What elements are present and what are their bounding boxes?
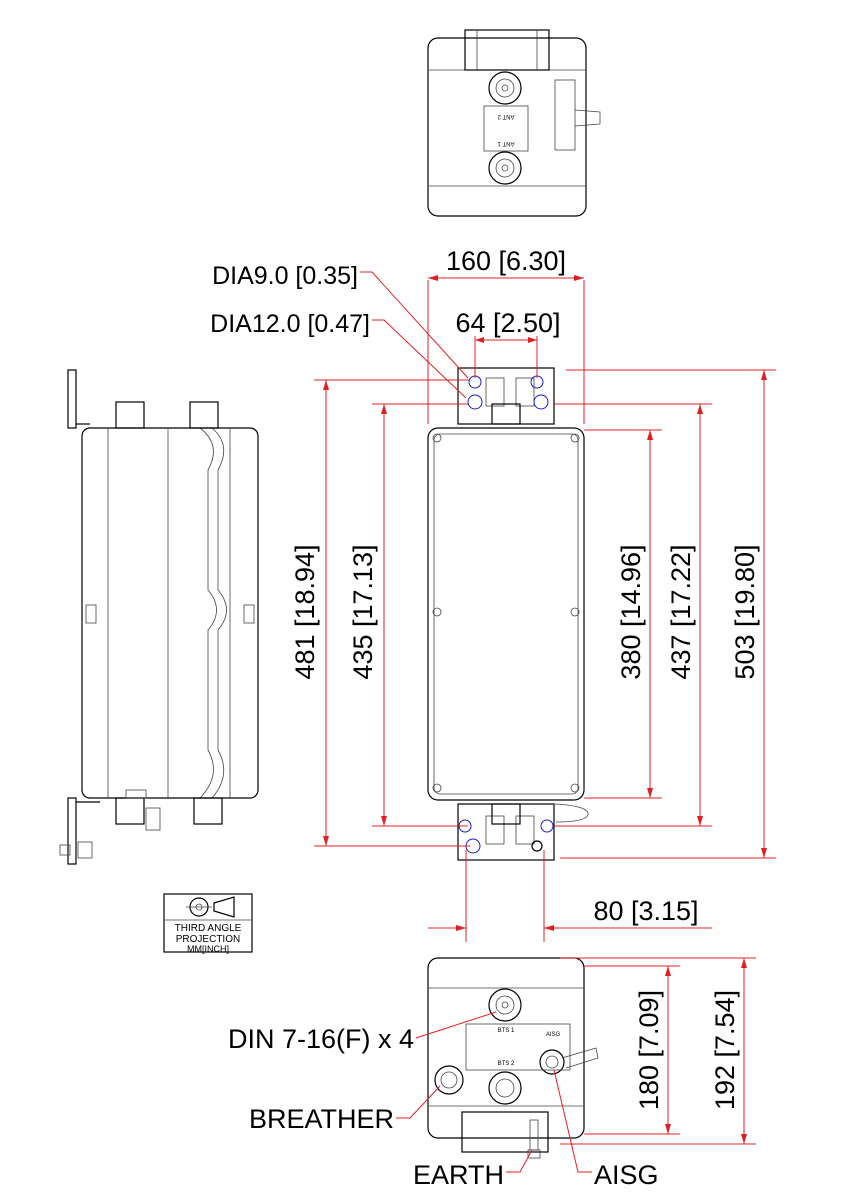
dim-height-380: 380 [14.96] bbox=[616, 544, 646, 679]
callout-earth: EARTH bbox=[413, 1160, 504, 1190]
dimension-lines bbox=[314, 271, 776, 1173]
dim-dia-12: DIA12.0 [0.47] bbox=[210, 310, 370, 338]
projection-line2: PROJECTION bbox=[176, 934, 240, 945]
projection-cone-icon bbox=[213, 896, 235, 918]
dim-width-160: 160 [6.30] bbox=[446, 246, 566, 276]
top-view: ANT 2 ANT 1 bbox=[427, 29, 601, 217]
ant2-label: ANT 2 bbox=[497, 113, 515, 119]
bts2-label: BTS 2 bbox=[498, 1061, 515, 1067]
aisg-mark-label: AISG bbox=[546, 1032, 561, 1038]
dim-depth-192: 192 [7.54] bbox=[710, 990, 740, 1110]
dim-height-481: 481 [18.94] bbox=[290, 544, 320, 679]
dim-depth-180: 180 [7.09] bbox=[634, 990, 664, 1110]
dim-height-435: 435 [17.13] bbox=[348, 544, 378, 679]
dim-hole-spacing-64: 64 [2.50] bbox=[455, 308, 560, 338]
projection-box: THIRD ANGLE PROJECTION MM[INCH] bbox=[163, 893, 253, 954]
ant1-label: ANT 1 bbox=[497, 140, 515, 146]
dim-height-437: 437 [17.22] bbox=[666, 544, 696, 679]
dim-offset-80: 80 [3.15] bbox=[593, 896, 698, 926]
bottom-view: BTS 1 BTS 2 AISG bbox=[427, 957, 599, 1159]
front-view bbox=[427, 367, 589, 861]
callout-aisg: AISG bbox=[594, 1160, 659, 1190]
callout-breather: BREATHER bbox=[249, 1104, 394, 1134]
dim-height-503: 503 [19.80] bbox=[730, 544, 760, 679]
dim-dia-9: DIA9.0 [0.35] bbox=[212, 262, 358, 290]
side-view bbox=[59, 369, 259, 865]
projection-line1: THIRD ANGLE bbox=[175, 923, 242, 934]
projection-line3: MM[INCH] bbox=[187, 944, 229, 954]
callout-connector: DIN 7-16(F) x 4 bbox=[228, 1024, 414, 1054]
bts1-label: BTS 1 bbox=[498, 1028, 515, 1034]
